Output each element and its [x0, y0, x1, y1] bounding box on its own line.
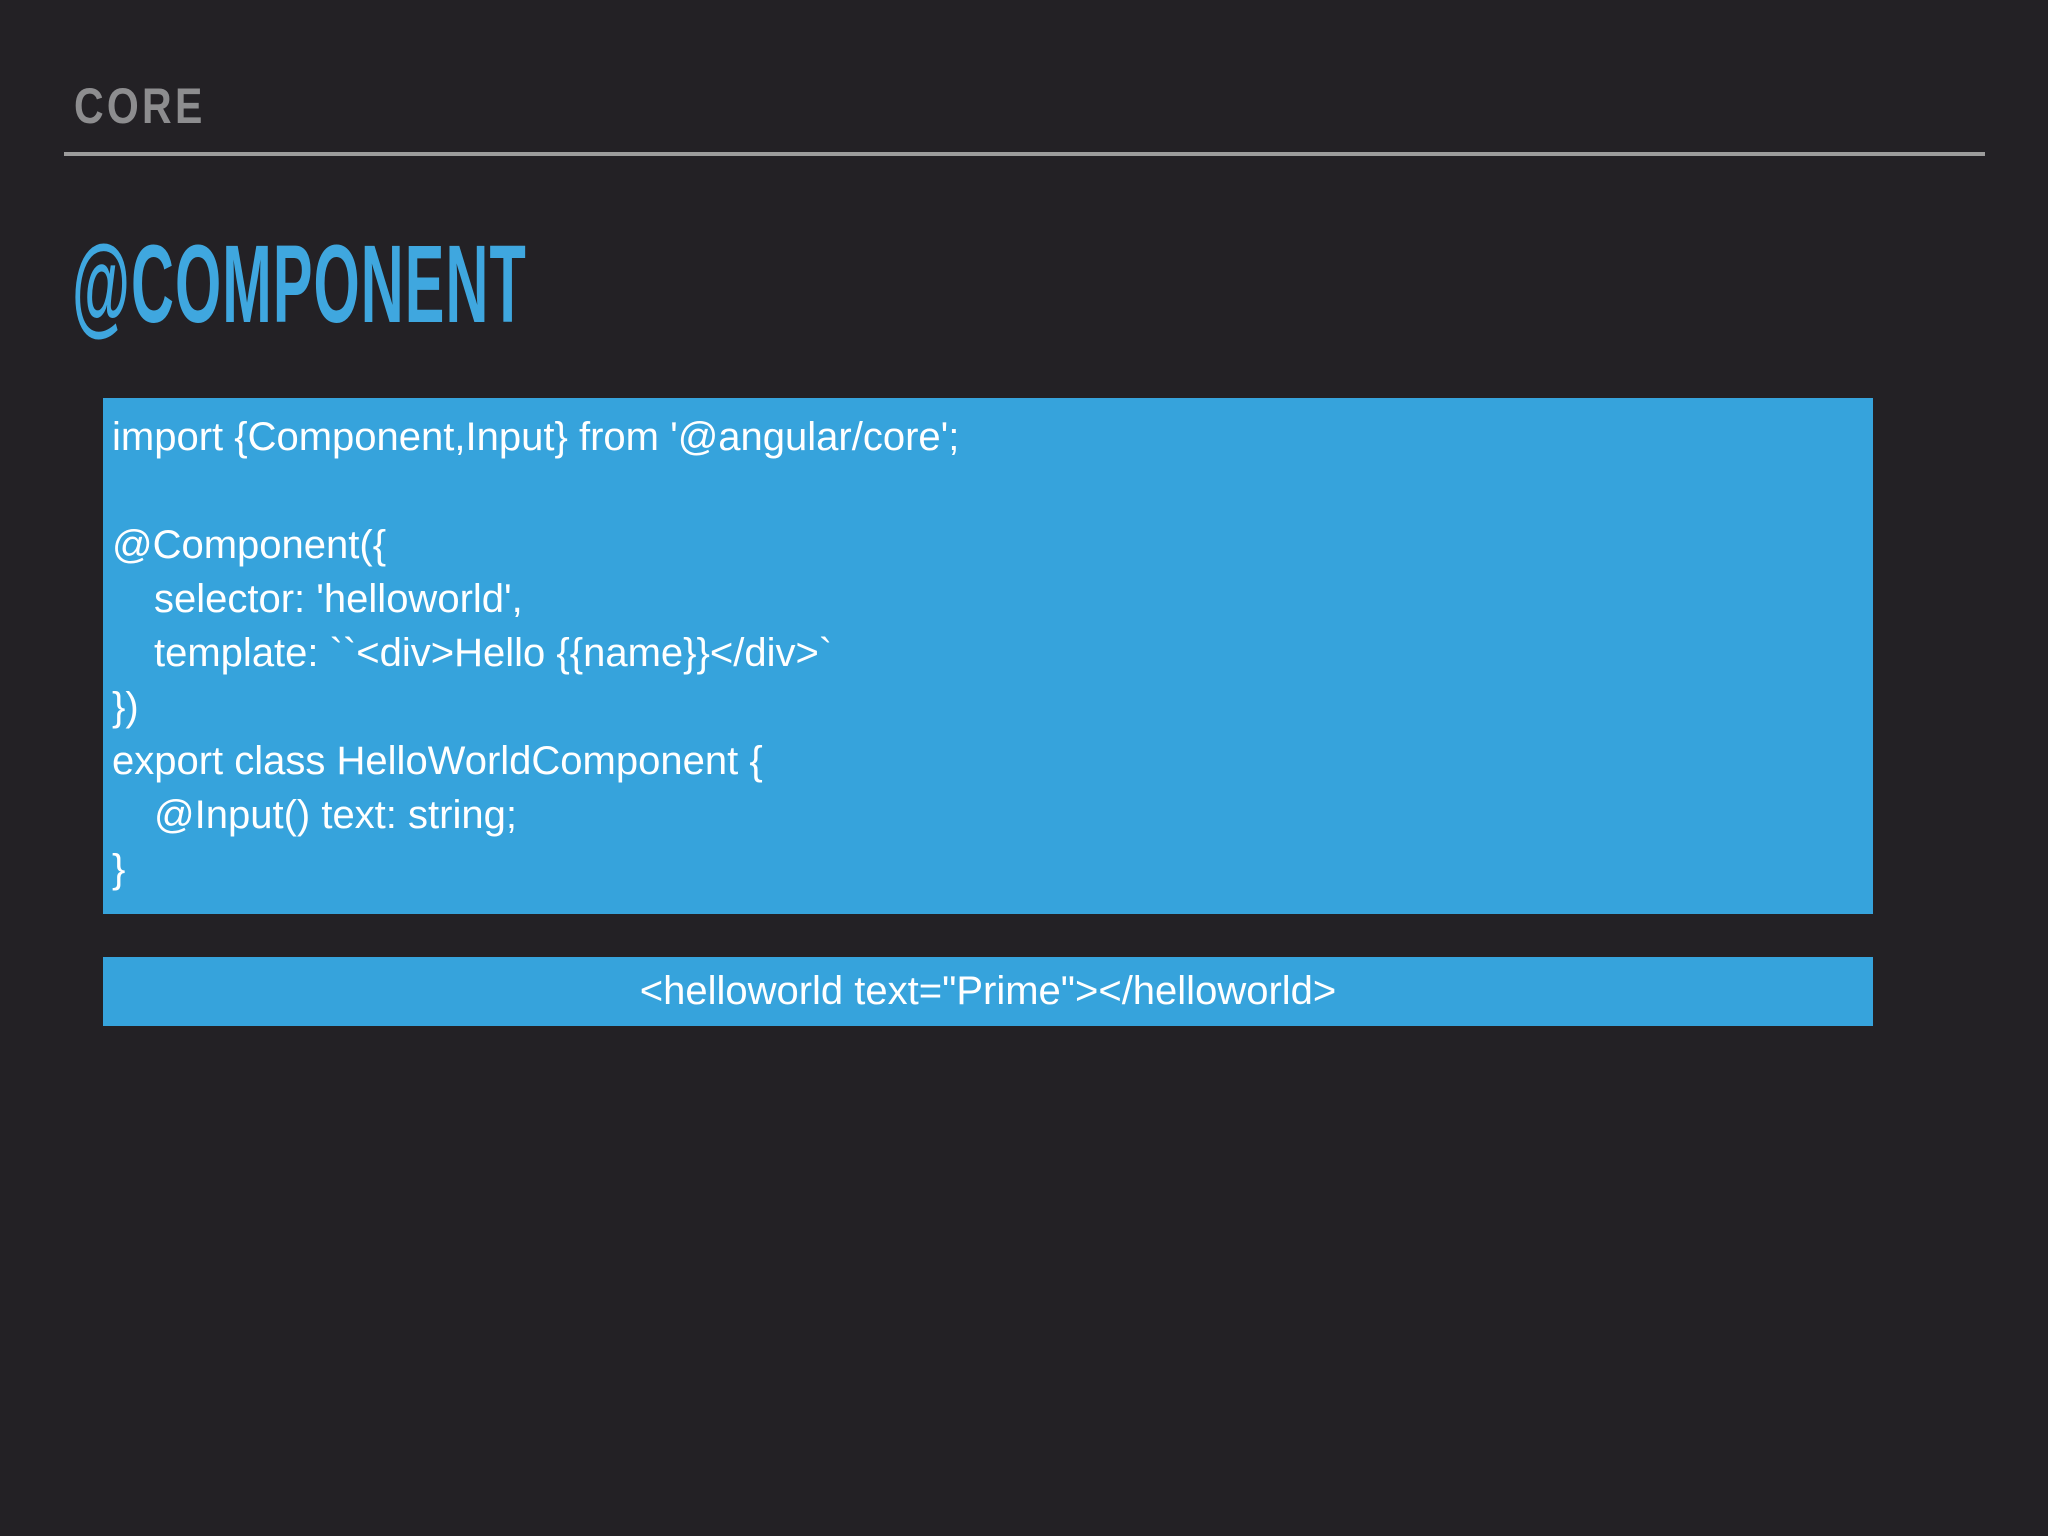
code-line: } [112, 847, 126, 891]
code-line: export class HelloWorldComponent { [112, 739, 763, 783]
page-title: @COMPONENT [72, 223, 527, 346]
header-divider [64, 152, 1985, 156]
code-line [112, 464, 1863, 518]
section-kicker: CORE [74, 78, 206, 134]
usage-bar: <helloworld text="Prime"></helloworld> [103, 957, 1873, 1026]
code-line: }) [112, 685, 139, 729]
code-line: @Component({ [112, 523, 387, 567]
code-line: import {Component,Input} from '@angular/… [112, 415, 960, 459]
usage-bar-text: <helloworld text="Prime"></helloworld> [639, 969, 1337, 1013]
code-line: selector: 'helloworld', [154, 577, 523, 621]
code-block: import {Component,Input} from '@angular/… [103, 398, 1873, 914]
code-line: @Input() text: string; [154, 793, 517, 837]
code-line: template: ``<div>Hello {{name}}</div>` [154, 631, 833, 675]
